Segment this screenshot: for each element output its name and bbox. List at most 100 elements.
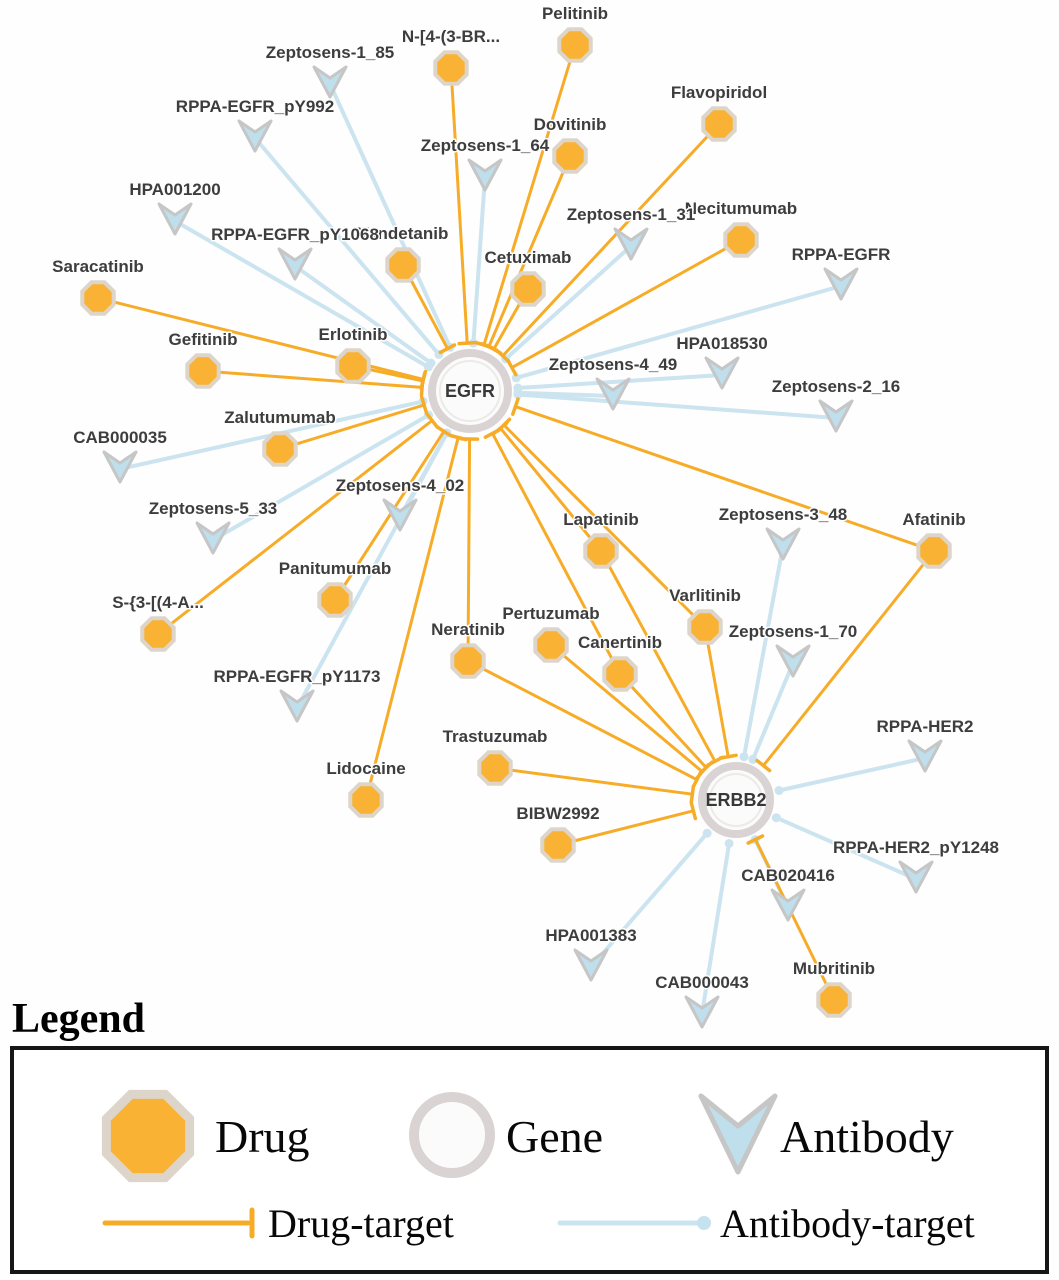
node-rppa-egfr-py1068[interactable] <box>277 247 313 281</box>
edge-rppa-egfr-egfr[interactable] <box>511 284 843 383</box>
node-zeptosens-1-70[interactable] <box>775 644 811 678</box>
node-label-rppa-egfr-py992: RPPA-EGFR_pY992 <box>176 97 334 116</box>
node-label-s-3-4-a: S-{3-[(4-A... <box>112 593 204 612</box>
node-label-dovitinib: Dovitinib <box>534 115 607 134</box>
edge-zeptosens-1-70-erbb2[interactable] <box>748 661 795 764</box>
edge-afatinib-erbb2[interactable] <box>755 549 936 773</box>
edge-varlitinib-erbb2[interactable] <box>703 625 738 760</box>
node-dovitinib[interactable] <box>552 138 588 174</box>
node-label-gefitinib: Gefitinib <box>169 330 238 349</box>
node-zalutumumab[interactable] <box>262 431 298 467</box>
edge-canertinib-erbb2[interactable] <box>618 672 714 775</box>
node-label-zeptosens-4-49: Zeptosens-4_49 <box>549 355 678 374</box>
node-rppa-egfr-py992[interactable] <box>237 119 273 153</box>
node-label-n-4-3-br: N-[4-(3-BR... <box>402 27 500 46</box>
node-gefitinib[interactable] <box>185 353 221 389</box>
node-label-canertinib: Canertinib <box>578 633 662 652</box>
node-label-zeptosens-1-70: Zeptosens-1_70 <box>729 622 858 641</box>
edge-bibw2992-erbb2[interactable] <box>556 801 698 847</box>
node-label-erbb2: ERBB2 <box>705 790 766 810</box>
node-mubritinib[interactable] <box>816 982 852 1018</box>
node-zeptosens-1-64[interactable] <box>467 158 503 192</box>
node-zeptosens-4-02[interactable] <box>382 498 418 532</box>
edge-zalutumumab-egfr[interactable] <box>278 395 429 451</box>
node-cab020416[interactable] <box>770 888 806 922</box>
edge-neratinib-erbb2[interactable] <box>466 659 703 789</box>
edge-necitumumab-egfr[interactable] <box>506 238 743 377</box>
node-hpa001200[interactable] <box>157 202 193 236</box>
node-label-rppa-her2: RPPA-HER2 <box>877 717 974 736</box>
node-vandetanib[interactable] <box>385 247 421 283</box>
edge-n-4-3-br-egfr[interactable] <box>449 66 477 346</box>
edge-s-3-4-a-egfr[interactable] <box>156 412 439 636</box>
node-egfr[interactable] <box>428 349 512 433</box>
node-lidocaine[interactable] <box>348 782 384 818</box>
node-saracatinib[interactable] <box>80 280 116 316</box>
legend-title: Legend <box>12 996 145 1042</box>
node-label-cab000035: CAB000035 <box>73 428 167 447</box>
node-varlitinib[interactable] <box>687 609 723 645</box>
edge-zeptosens-1-64-egfr[interactable] <box>468 175 487 348</box>
edge-flavopiridol-egfr[interactable] <box>495 122 721 364</box>
node-trastuzumab[interactable] <box>477 750 513 786</box>
node-label-neratinib: Neratinib <box>431 620 505 639</box>
node-panitumumab[interactable] <box>317 582 353 618</box>
node-zeptosens-1-31[interactable] <box>613 227 649 261</box>
edge-neratinib-egfr[interactable] <box>459 437 480 663</box>
node-rppa-her2[interactable] <box>907 739 943 773</box>
node-n-4-3-br[interactable] <box>433 50 469 86</box>
edge-rppa-her2-py1248-erbb2[interactable] <box>771 813 918 881</box>
edge-zeptosens-3-48-erbb2[interactable] <box>739 544 785 762</box>
node-label-pelitinib: Pelitinib <box>542 4 608 23</box>
edge-rppa-her2-erbb2[interactable] <box>774 756 927 795</box>
edge-lapatinib-egfr[interactable] <box>492 421 603 553</box>
edge-mubritinib-erbb2[interactable] <box>746 834 836 1002</box>
node-rppa-egfr-py1173[interactable] <box>279 689 315 723</box>
node-bibw2992[interactable] <box>540 827 576 863</box>
node-zeptosens-3-48[interactable] <box>765 527 801 561</box>
edge-zeptosens-1-85-egfr[interactable] <box>328 82 455 352</box>
node-s-3-4-a[interactable] <box>140 616 176 652</box>
node-neratinib[interactable] <box>450 643 486 679</box>
edge-zeptosens-2-16-egfr[interactable] <box>513 390 838 420</box>
edge-panitumumab-egfr[interactable] <box>333 425 453 602</box>
node-necitumumab[interactable] <box>723 222 759 258</box>
node-zeptosens-1-85[interactable] <box>312 65 348 99</box>
node-label-zeptosens-1-64: Zeptosens-1_64 <box>421 136 550 155</box>
node-cab000043[interactable] <box>684 995 720 1029</box>
node-zeptosens-5-33[interactable] <box>195 521 231 555</box>
node-pelitinib[interactable] <box>557 27 593 63</box>
node-label-panitumumab: Panitumumab <box>279 559 391 578</box>
node-label-rppa-egfr: RPPA-EGFR <box>792 245 891 264</box>
edge-hpa001383-erbb2[interactable] <box>589 828 712 969</box>
legend: Legend Drug Gene Antibody Drug-target An… <box>10 996 1049 1274</box>
node-rppa-her2-py1248[interactable] <box>898 860 934 894</box>
edge-cab000043-erbb2[interactable] <box>700 839 734 1016</box>
node-erlotinib[interactable] <box>335 348 371 384</box>
edge-trastuzumab-erbb2[interactable] <box>493 766 696 804</box>
node-erbb2[interactable] <box>698 762 774 838</box>
node-canertinib[interactable] <box>602 656 638 692</box>
node-label-rppa-her2-py1248: RPPA-HER2_pY1248 <box>833 838 999 857</box>
edge-canertinib-egfr[interactable] <box>483 427 622 676</box>
node-flavopiridol[interactable] <box>701 106 737 142</box>
node-hpa001383[interactable] <box>573 948 609 982</box>
node-lapatinib[interactable] <box>583 533 619 569</box>
node-afatinib[interactable] <box>916 533 952 569</box>
node-label-egfr: EGFR <box>445 381 495 401</box>
gene-legend-icon <box>409 1092 495 1178</box>
node-zeptosens-2-16[interactable] <box>818 399 854 433</box>
node-label-lidocaine: Lidocaine <box>326 759 405 778</box>
node-cetuximab[interactable] <box>510 271 546 307</box>
edge-rppa-egfr-py1068-egfr[interactable] <box>293 264 436 368</box>
edge-afatinib-egfr[interactable] <box>511 397 936 553</box>
node-zeptosens-4-49[interactable] <box>595 377 631 411</box>
node-cab000035[interactable] <box>102 450 138 484</box>
node-label-cab000043: CAB000043 <box>655 973 749 992</box>
node-pertuzumab[interactable] <box>533 627 569 663</box>
node-hpa018530[interactable] <box>704 356 740 390</box>
node-rppa-egfr[interactable] <box>823 267 859 301</box>
